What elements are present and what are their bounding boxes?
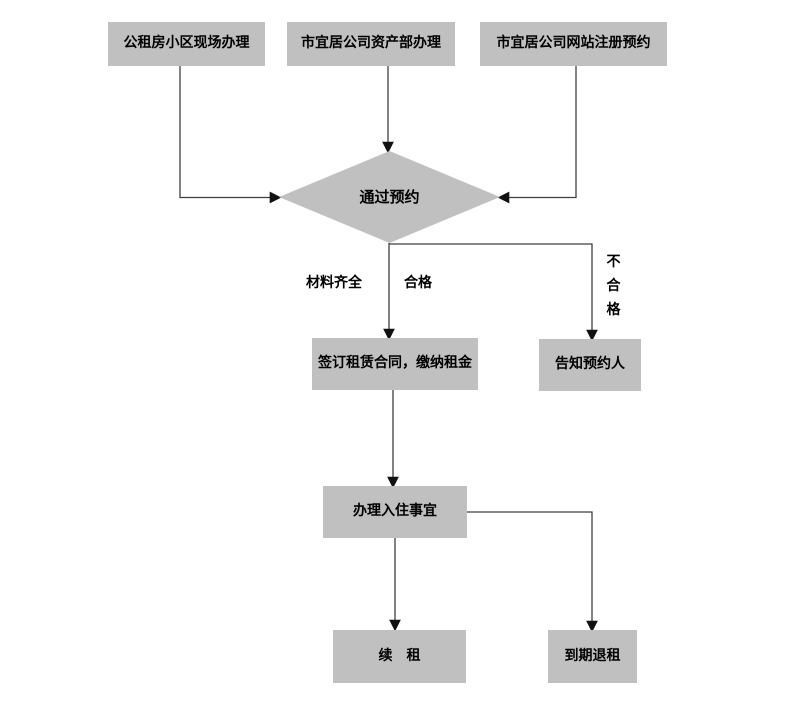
edge-label-unqualified: 不合格 — [606, 254, 621, 318]
node-notify-applicant: 告知预约人 — [539, 339, 641, 391]
edge-website-reg-to-decision — [497, 66, 577, 204]
edge-site-office-to-decision — [179, 66, 282, 204]
node-renew-lease: 续 租 — [333, 630, 466, 683]
node-terminate-lease: 到期退租 — [548, 630, 637, 683]
node-website-reg: 市宜居公司网站注册预约 — [480, 22, 667, 66]
edge-label-qualified: 合格 — [404, 275, 432, 291]
node-check-in: 办理入住事宜 — [323, 486, 467, 538]
node-decision-diamond: 通过预约 — [279, 151, 500, 243]
edge-check-in-to-terminate — [467, 511, 598, 633]
node-site-office: 公租房小区现场办理 — [108, 22, 265, 66]
edge-label-materials-complete: 材料齐全 — [306, 275, 362, 291]
node-asset-dept: 市宜居公司资产部办理 — [287, 22, 455, 66]
node-sign-contract: 签订租赁合同，缴纳租金 — [312, 338, 478, 390]
